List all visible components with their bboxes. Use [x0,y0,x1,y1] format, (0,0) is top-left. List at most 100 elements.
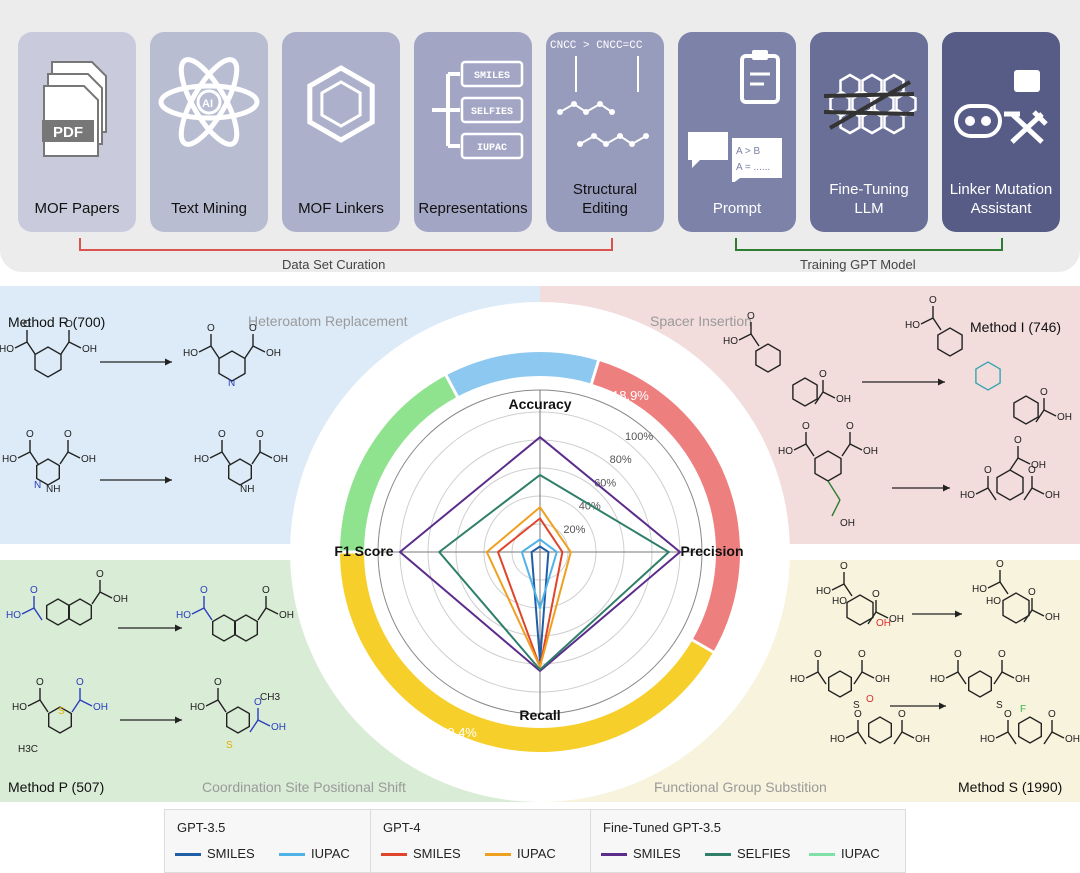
bond [845,731,859,739]
bond [244,345,254,359]
bond [17,451,31,459]
arrow-head [175,716,182,724]
benzene-ring [755,343,781,373]
pipeline-card-mof-linkers: MOF Linkers [282,32,400,232]
bond [249,719,259,733]
atom-label: OH [1057,412,1072,423]
legend-group-title: GPT-3.5 [177,820,226,835]
bond [68,341,82,349]
atom-label: OH [889,614,904,625]
ring-percent-3: 12.9% [380,508,417,523]
chain-atom [597,101,603,107]
hexagon [829,91,851,117]
training-bracket [735,238,1003,251]
benzene-icon [307,65,375,143]
atom-label: HO [190,702,205,713]
axis-label-recall: Recall [519,707,560,723]
axis-label-f1-score: F1 Score [334,543,393,559]
atom-label: HO [986,596,1001,607]
atom-label: O [1004,709,1012,720]
atom-label: O [998,649,1006,660]
hexagon [839,73,861,99]
bond [1023,609,1033,623]
legend-item-label: SELFIES [737,846,791,861]
legend-item-label: IUPAC [517,846,556,861]
bond [861,671,875,679]
legend-swatch [809,853,835,857]
atom-label: O [23,319,31,330]
atom-orbit [178,57,240,147]
benzene-ring [828,670,852,698]
atom-label: HO [0,344,14,355]
bond [1007,731,1017,745]
legend-swatch [601,853,627,857]
ring-segment-1 [591,360,740,652]
bond [932,317,942,331]
atom-label: O [747,311,755,322]
radar-tick-label-0: 20% [563,524,585,536]
bond [210,345,220,359]
atom-label: HO [12,702,27,713]
atom-label: O [858,649,866,660]
bond [257,607,267,621]
ring-segment-0 [446,352,599,397]
bond [920,317,934,325]
atom-label: NH [240,484,254,495]
ring-segment-2 [340,552,714,752]
hexagon [883,73,905,99]
benzene-ring [937,327,963,357]
bond [1051,731,1065,739]
legend-group-title: GPT-4 [383,820,421,835]
legend-swatch [381,853,407,857]
benzene-ring [48,706,72,734]
chain-atom [583,109,589,115]
bond [849,443,863,451]
robot-head [954,104,1002,138]
atom-label: S [996,700,1003,711]
repr-box [460,132,524,160]
bond [79,699,93,707]
bond [827,480,841,501]
repr-box [460,96,524,124]
ring-gap [444,373,460,399]
bond [1031,609,1045,617]
benzene-ring [846,594,874,626]
legend-item-label: IUPAC [311,846,350,861]
atom-label: O [854,709,862,720]
legend-swatch [279,853,305,857]
arrow-head [955,610,962,618]
atom-label: N [228,378,235,389]
pdf-text: PDF [53,124,83,141]
bond [750,333,760,347]
radar-tick-label-3: 80% [610,454,632,466]
atom-label: O [65,319,73,330]
atom-label: N [34,480,41,491]
atom-core [196,89,222,115]
bond [27,699,41,707]
chain-atom [571,101,577,107]
hexagon [307,65,375,143]
atom-label: O [200,585,208,596]
atom-label: O [218,429,226,440]
axis-label-precision: Precision [680,543,743,559]
benzene-ring [218,350,246,382]
benzene-ring [975,361,1001,391]
bond [853,671,863,685]
arrow-head [938,378,945,386]
ring-percent-2: 50.4% [440,725,477,740]
atom-label: O [1040,387,1048,398]
atom-label: S [853,700,860,711]
atom-label: HO [723,336,738,347]
atom-label: O [840,561,848,572]
chain-atom [609,109,615,115]
atom-label: O [929,295,937,306]
bond [843,583,853,597]
legend-group-title: Fine-Tuned GPT-3.5 [603,820,722,835]
benzene-ring [792,377,818,407]
card-label: Prompt [712,200,762,217]
arrow-head [175,624,182,632]
